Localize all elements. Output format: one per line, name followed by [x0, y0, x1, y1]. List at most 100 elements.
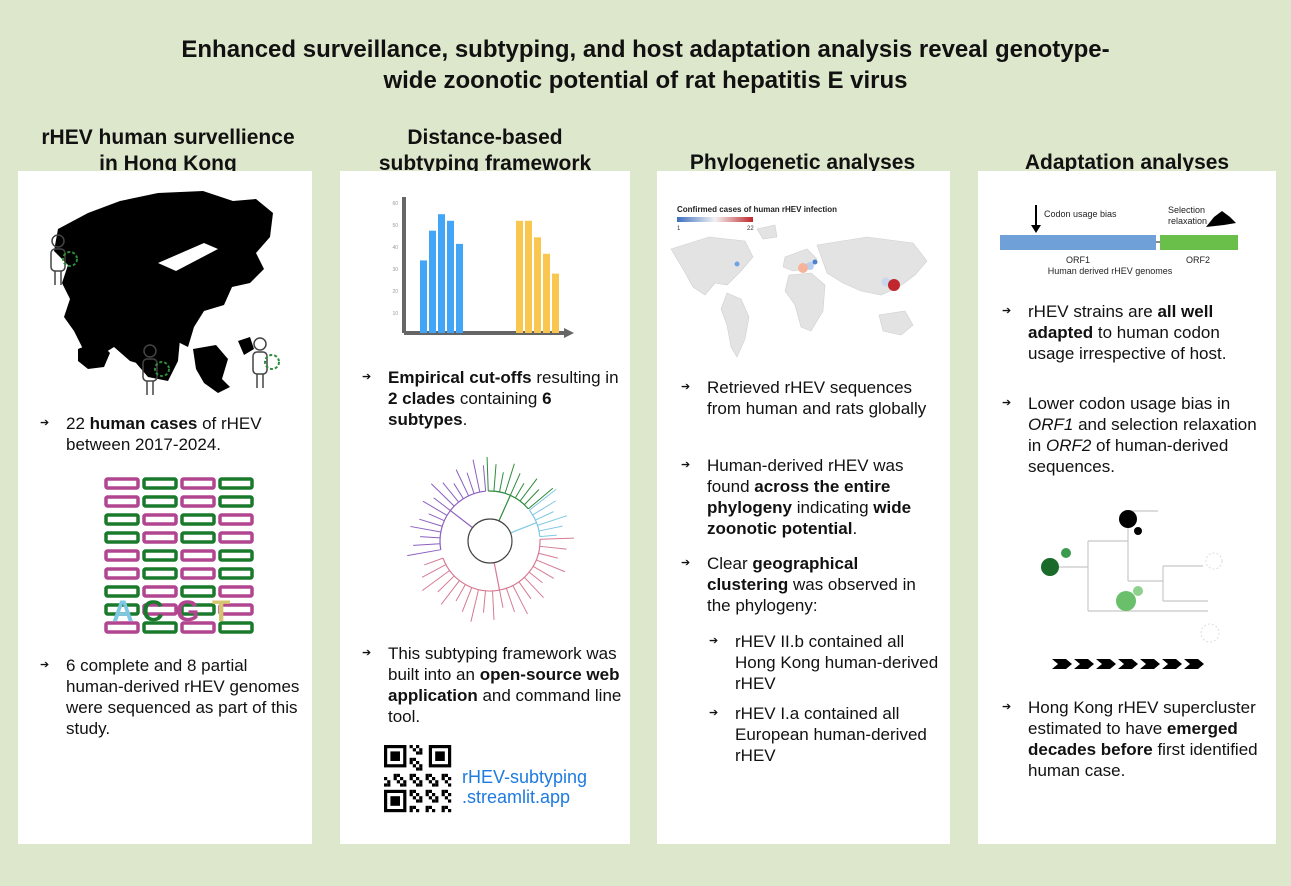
text-part: 22 [66, 414, 90, 433]
bullet-arrow-icon: ➔ [362, 647, 372, 659]
qr-module [416, 793, 420, 797]
tree-arc [442, 539, 541, 592]
sequence-block [180, 567, 216, 580]
virus-cluster-icon [1119, 510, 1137, 528]
qr-module [409, 761, 413, 765]
url-line[interactable]: .streamlit.app [462, 787, 571, 807]
tree-branch [510, 522, 537, 534]
sequence-block [104, 585, 140, 598]
qr-module [441, 809, 445, 813]
tree-leaf [482, 465, 487, 492]
qr-module [444, 796, 448, 800]
text-italic: ORF2 [1045, 436, 1092, 455]
adaptation-illustrations: Codon usage bias Selection relaxation OR… [1000, 205, 1238, 669]
orf1-bar [1000, 235, 1156, 250]
qr-module [387, 780, 391, 784]
title-line-1: Enhanced surveillance, subtyping, and ho… [181, 36, 1110, 63]
tree-arc [488, 490, 529, 510]
tree-leaf [532, 565, 555, 579]
tree-leaf [505, 588, 516, 613]
tree-leaf [537, 515, 568, 526]
legend-max-label: 22 [747, 226, 754, 232]
subtyping-app-link[interactable]: rHEV-subtyping .streamlit.app [462, 767, 587, 807]
heading-line: Phylogenetic analyses [689, 151, 916, 174]
tree-leaf [538, 525, 563, 532]
sequence-block [180, 531, 216, 544]
tree-leaf [528, 571, 543, 584]
tree-leaf [529, 488, 557, 511]
qr-module [409, 773, 413, 777]
qr-module [400, 783, 404, 787]
qr-module [419, 767, 423, 771]
case-marker-europe-3 [812, 259, 818, 265]
qr-module [444, 789, 448, 793]
panel-surveillance: A C G T ➔ 22 human cases of rHEV between… [18, 171, 312, 844]
qr-module [435, 783, 439, 787]
text-bold: open-source web application [388, 665, 620, 705]
sequence-block [142, 603, 178, 616]
bullet-arrow-icon: ➔ [1002, 305, 1012, 317]
qr-module [396, 773, 400, 777]
qr-module [400, 777, 404, 781]
tree-leaf [410, 525, 441, 533]
codon-label: Codon usage bias [1044, 209, 1117, 219]
selection-label-1: Selection [1168, 205, 1205, 215]
tree-leaf [437, 575, 455, 593]
bullet-arrow-icon: ➔ [709, 635, 719, 647]
qr-finder [390, 796, 400, 806]
qr-module [425, 773, 429, 777]
text-part: rHEV strains are [1028, 302, 1158, 321]
sequence-block [104, 531, 140, 544]
qr-module [444, 780, 448, 784]
text-part: first identified human case. [1028, 740, 1258, 780]
virus-cluster-icon [1200, 623, 1220, 643]
panel-adaptation: Codon usage bias Selection relaxation OR… [978, 171, 1276, 844]
bullet-arrow-icon: ➔ [40, 659, 50, 671]
bullet-text: rHEV strains are all well adapted to hum… [1002, 301, 1268, 364]
qr-module [432, 793, 436, 797]
qr-module [384, 783, 388, 787]
tree-leaf [536, 559, 566, 573]
sequence-block [180, 621, 216, 634]
qr-module [412, 780, 416, 784]
qr-module [409, 777, 413, 781]
base-letter-a: A [112, 595, 134, 628]
bullet-text: rHEV II.b contained all Hong Kong human-… [735, 632, 939, 693]
qr-module [403, 783, 407, 787]
column-heading-subtyping: Distance-based subtyping framework [340, 125, 630, 177]
map-title: Confirmed cases of human rHEV infection [677, 205, 837, 214]
url-line[interactable]: rHEV-subtyping [462, 767, 588, 787]
color-legend-bar [677, 217, 753, 222]
bases-letters: A C G T [112, 595, 230, 628]
sequence-block [104, 495, 140, 508]
case-marker-hong-kong [888, 279, 900, 291]
tree-leaf [424, 557, 444, 566]
bullet-text: rHEV I.a contained all European human-de… [735, 704, 927, 765]
base-letter-g: G [176, 595, 199, 628]
sequence-block [104, 549, 140, 562]
chevron-icon [1074, 659, 1094, 669]
sequence-block [180, 549, 216, 562]
sequence-blocks-illustration [104, 477, 254, 634]
tree-branch [493, 562, 501, 591]
text-part: Clear [707, 554, 753, 573]
histogram-bar [420, 260, 427, 333]
sequence-block [180, 477, 216, 490]
qr-module [441, 777, 445, 781]
hong-kong-map-illustration: A C G T [50, 191, 280, 634]
bullet-well-adapted: ➔ rHEV strains are all well adapted to h… [1002, 301, 1268, 364]
bullet-text: Hong Kong rHEV supercluster estimated to… [1002, 697, 1268, 781]
qr-module [448, 777, 452, 781]
text-part: of human-derived sequences. [1028, 436, 1229, 476]
genome-caption: Human derived rHEV genomes [1048, 266, 1173, 276]
sequence-block [142, 549, 178, 562]
histogram-bar [534, 237, 541, 333]
text-part: indicating [792, 498, 874, 517]
world-map [670, 224, 928, 358]
tree-leaf [472, 459, 481, 493]
qr-module [428, 796, 432, 800]
heading-line: rHEV human survellience [41, 126, 295, 149]
tree-leaf [524, 489, 540, 506]
x-axis-arrow-icon [564, 328, 574, 338]
world-map-illustration: Confirmed cases of human rHEV infection … [670, 205, 928, 358]
